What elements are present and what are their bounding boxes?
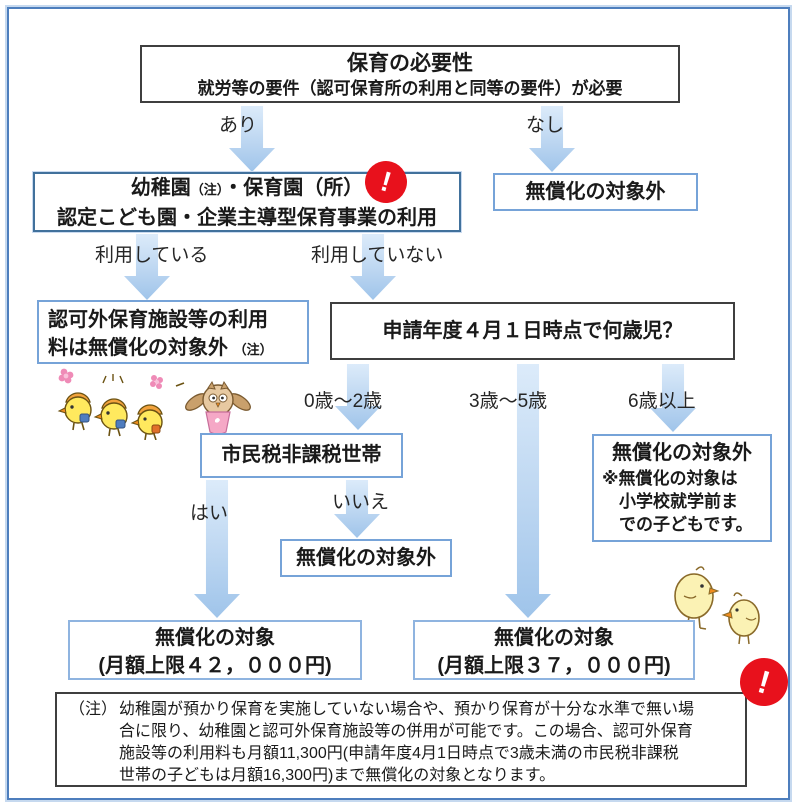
chick-icon [674,566,720,630]
excluded-not-exempt-box: 無償化の対象外 [280,539,452,577]
excluded-age6-line1: ※無償化の対象は [602,469,738,488]
unlicensed-line1: 認可外保育施設等の利用 [48,309,268,331]
footnote-label: （注） [69,701,118,718]
result-age0-2-title: 無償化の対象 [155,627,275,649]
result-age3-5-title: 無償化の対象 [494,627,614,649]
branch-label-age-0-2: 0歳～2歳 [304,391,383,412]
footnote-line: 施設等の利用料も月額11,300円(申請年度4月1日時点で3歳未満の市民税非課税 [119,745,679,762]
kindergarten-line1-rest: ・保育園（所） [223,177,364,199]
kindergarten-line1-main: 幼稚園 [130,177,191,199]
necessity-box: 保育の必要性 就労等の要件（認可保育所の利用と同等の要件）が必要 [140,45,680,103]
result-age0-2-box: 無償化の対象 (月額上限４２，０００円) [68,620,362,680]
branch-label-not-using: 利用していない [311,245,444,266]
two-chicks-illustration-svg [674,566,760,645]
unlicensed-line2: 料は無償化の対象外 （注） [48,334,307,364]
speed-marks-icon [102,374,124,384]
necessity-subtitle: 就労等の要件（認可保育所の利用と同等の要件）が必要 [197,79,623,98]
footnote-line: 世帯の子どもは月額16,300円)まで無償化の対象となります。 [119,767,556,784]
branch-label-using: 利用している [95,245,209,266]
tax-exempt-box: 市民税非課税世帯 [200,433,403,478]
result-age0-2-cap: (月額上限４２，０００円) [98,655,332,677]
excluded-age6-box: 無償化の対象外 ※無償化の対象は 小学校就学前ま での子どもです。 [592,434,772,542]
excluded-age6-line3: での子どもです。 [619,515,753,534]
branch-label-no: なし [526,115,565,136]
outer-frame [7,7,790,800]
branch-label-tax-yes: はい [190,503,229,524]
branch-label-tax-no: いいえ [332,492,390,513]
teacher-bird-icon [185,380,251,440]
footnote-box: （注） 幼稚園が預かり保育を実施していない場合や、預かり保育が十分な水準で無い場… [55,692,747,787]
kindergarten-line1-note: （注） [190,182,224,197]
unlicensed-note-suffix: （注） [233,342,273,357]
necessity-title: 保育の必要性 [347,52,473,75]
footnote-line: 合に限り、幼稚園と認可外保育施設等の併用が可能です。この場合、認可外保育 [119,723,693,740]
chick-icon [721,592,760,645]
chick-icon [130,404,163,440]
age-question-box: 申請年度４月１日時点で何歳児？ [330,302,735,360]
kindergarten-line1: 幼稚園（注）・保育園（所） [35,174,459,204]
chicks-walking-illustration-svg [57,368,251,440]
footnote-line: 幼稚園が預かり保育を実施していない場合や、預かり保育が十分な水準で無い場 [119,701,695,718]
result-age3-5-box: 無償化の対象 (月額上限３７，０００円) [413,620,695,680]
excluded-age6-line2: 小学校就学前ま [619,492,738,511]
unlicensed-line2-text: 料は無償化の対象外 [48,337,228,359]
unlicensed-fee-box: 認可外保育施設等の利用 料は無償化の対象外 （注） [37,300,309,364]
chick-icon [93,398,128,437]
two-chicks-illustration [652,552,774,646]
result-age3-5-cap: (月額上限３７，０００円) [437,655,671,677]
branch-label-yes: あり [219,115,258,136]
excluded-no-need-box: 無償化の対象外 [493,173,698,211]
flower-icon [58,368,74,384]
footnote-body: 幼稚園が預かり保育を実施していない場合や、預かり保育が十分な水準で無い場 合に限… [119,699,745,787]
branch-label-age-6-plus: 6歳以上 [628,391,696,412]
flower-icon [150,375,163,389]
kindergarten-line2: 認定こども園・企業主導型保育事業の利用 [57,207,437,229]
chicks-and-teacher-illustration [50,364,258,440]
chick-icon [57,392,92,431]
dash-mark-icon [175,382,185,387]
branch-label-age-3-5: 3歳～5歳 [469,391,548,412]
excluded-age6-title: 無償化の対象外 [612,442,752,464]
